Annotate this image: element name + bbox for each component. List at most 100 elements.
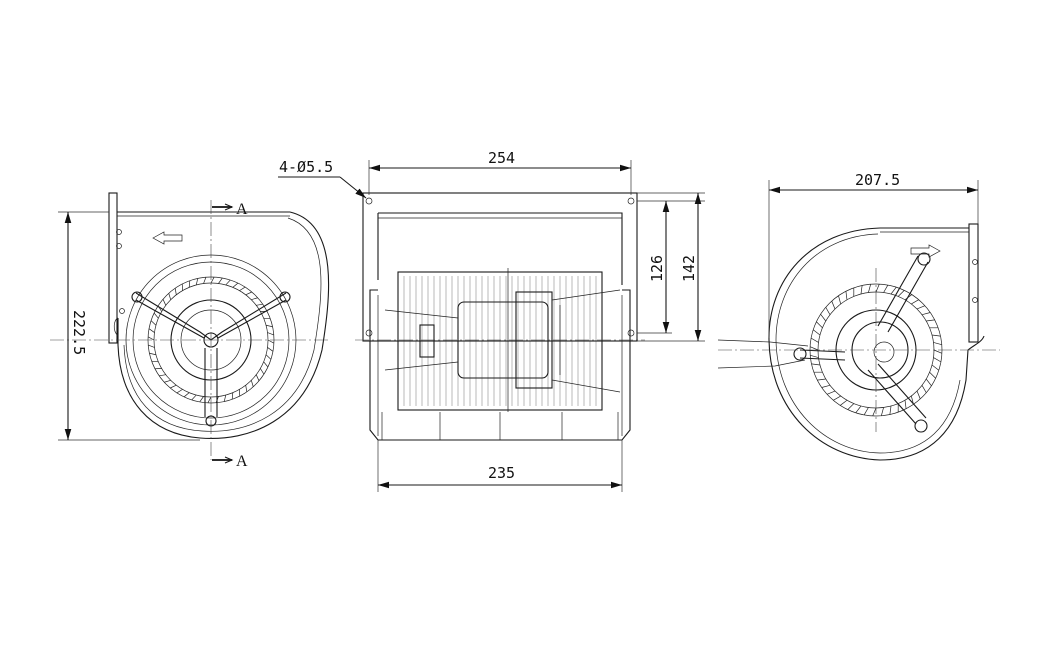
impeller-blade-tick [256,375,259,381]
impeller-blade-tick [200,397,204,402]
impeller-blade-tick [827,391,835,394]
right-scroll-housing [769,228,984,460]
impeller-blade-tick [926,320,935,321]
impeller-blade-tick [208,397,211,403]
impeller-blade-tick [846,291,847,300]
impeller-blade-tick [884,285,888,292]
impeller-blade-tick [826,307,830,314]
dim-top-width: 254 [488,149,515,167]
impeller-blade-tick [898,290,904,296]
hole-leader-arrow [340,177,366,198]
impeller-blade-tick [811,338,818,342]
impeller-blade-tick [833,396,840,400]
section-label-bottom: A [236,453,248,470]
impeller-blade-tick [905,400,906,409]
impeller-blade-tick [256,304,263,305]
impeller-blade-tick [149,329,154,333]
right-motor-hub [874,342,894,362]
dim-outer-height: 142 [680,255,698,282]
impeller-blade-tick [817,379,826,380]
impeller-blade-tick [922,385,926,392]
dim-inner-height: 126 [648,255,666,282]
left-scroll-housing-inner [124,218,321,431]
impeller-blade-tick [149,353,156,355]
impeller-blade-tick [264,362,268,367]
impeller-blade-tick [890,406,891,415]
impeller-blade-tick [148,337,154,340]
impeller-blade-tick [251,298,257,300]
impeller-blade-tick [164,380,170,382]
impeller-blade-tick [233,283,238,287]
impeller-blade-tick [246,292,252,295]
impeller-blade-tick [260,369,264,375]
impeller-blade-tick [151,321,156,326]
middle-hole-top-right [628,198,634,204]
impeller-blade-tick [917,391,920,399]
impeller-blade-tick [848,404,854,410]
impeller-blade-tick [264,318,271,319]
impeller-blade-tick [268,347,273,351]
impeller-blade-tick [911,300,918,304]
impeller-blade-tick [810,355,818,357]
dim-height-left: 222.5 [70,310,88,355]
impeller-blade-tick [881,408,883,416]
impeller-blade-tick [169,293,171,299]
impeller-blade-tick [148,345,154,347]
right-airflow-arrow-icon [911,245,940,257]
impeller-blade-tick [932,335,941,336]
impeller-blade-tick [232,393,233,400]
middle-hole-bottom-right [628,330,634,336]
impeller-blade-tick [934,342,942,344]
right-flange-hole-2 [973,298,978,303]
impeller-blade-tick [864,408,868,415]
section-mark-lines [212,207,232,460]
impeller-blade-tick [240,287,246,291]
impeller-blade-tick [224,395,226,402]
impeller-blade-tick [930,372,936,378]
right-scroll-inner [776,234,960,453]
impeller-blade-tick [204,277,206,283]
impeller-blade-tick [184,393,189,397]
middle-hole-top-left [366,198,372,204]
left-airflow-arrow-icon [153,232,182,244]
dim-bottom-width: 235 [488,464,515,482]
dim-right-width: 207.5 [855,171,900,189]
left-view-front: A A 222.5 [50,193,330,470]
impeller-blade-tick [873,408,876,416]
impeller-blade-tick [811,364,820,365]
impeller-blade-tick [246,385,247,392]
middle-outlet [378,213,622,285]
right-bracket-screw-1 [918,253,930,265]
impeller-blade-tick [813,330,820,335]
impeller-blade-tick [934,350,942,353]
left-flange-hole-bottom [120,309,125,314]
impeller-blade-tick [268,333,274,335]
impeller-blade-tick [152,361,159,362]
impeller-blade-tick [192,395,197,400]
impeller-blade-tick [932,365,939,370]
impeller-blade-tick [821,314,826,321]
impeller-blade-tick [226,280,231,285]
impeller-blade-tick [268,340,274,343]
impeller-blade-tick [266,325,273,327]
impeller-blade-tick [251,380,253,386]
right-bracket-screw-2 [915,420,927,432]
impeller-blade-tick [917,306,925,309]
impeller-blade-tick [838,296,840,304]
impeller-blade-tick [891,287,896,294]
impeller-blade-tick [175,288,176,295]
impeller-blade-tick [840,400,847,405]
impeller-blade-tick [926,379,931,386]
impeller-blade-tick [868,284,870,292]
right-view-back: 207.5 [718,171,1000,460]
impeller-blade-tick [266,355,271,360]
impeller-blade-tick [177,389,183,393]
impeller-blade-tick [211,277,214,283]
impeller-blade-tick [170,385,176,388]
right-flange-plate [969,224,978,342]
right-flange-hole-1 [973,260,978,265]
impeller-blade-tick [856,406,861,413]
impeller-blade-tick [876,284,879,292]
